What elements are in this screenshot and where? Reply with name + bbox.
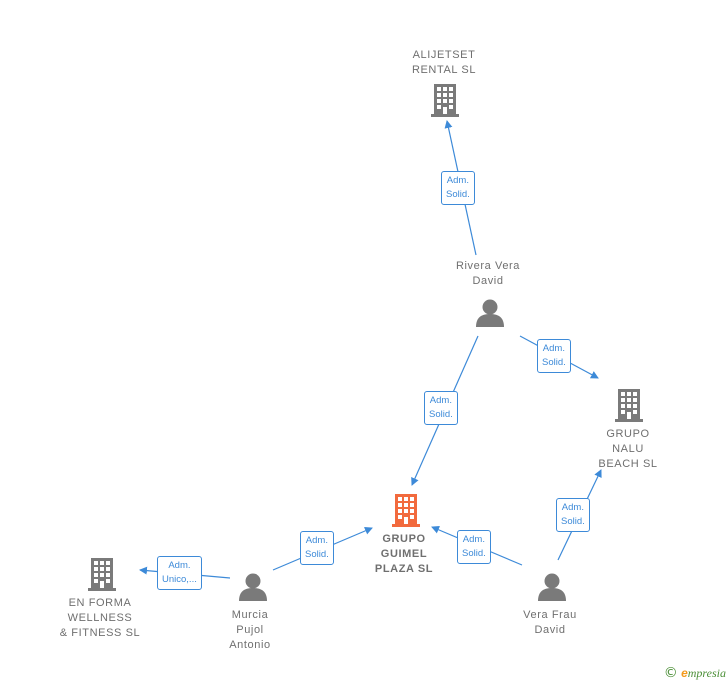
node-murcia-label[interactable]: Murcia Pujol Antonio (229, 609, 271, 651)
edge-label-verafrau-guimel[interactable]: Adm. Solid. (457, 530, 491, 564)
node-grupo-guimel-label[interactable]: GRUPO GUIMEL PLAZA SL (374, 533, 434, 575)
edge-label-verafrau-nalu[interactable]: Adm. Solid. (556, 498, 590, 532)
en-forma-building-icon (88, 558, 116, 591)
node-rivera-label[interactable]: Rivera Vera David (455, 260, 521, 287)
node-en-forma-label[interactable]: EN FORMA WELLNESS & FITNESS SL (59, 597, 141, 639)
rivera-person-icon (476, 299, 504, 327)
brand-initial: e (681, 666, 688, 680)
node-vera-frau-label[interactable]: Vera Frau David (523, 609, 577, 636)
edge-label-rivera-alijetset[interactable]: Adm. Solid. (441, 171, 475, 205)
edge-label-murcia-enforma[interactable]: Adm. Unico,... (157, 556, 202, 590)
alijetset-building-icon (431, 84, 459, 117)
node-grupo-nalu-label[interactable]: GRUPO NALU BEACH SL (598, 428, 658, 470)
footer-credit: © empresia (664, 665, 726, 681)
brand-name: mpresia (687, 666, 726, 680)
grupo-nalu-building-icon (615, 389, 643, 422)
edge-label-rivera-guimel[interactable]: Adm. Solid. (424, 391, 458, 425)
edge-label-murcia-guimel[interactable]: Adm. Solid. (300, 531, 334, 565)
grupo-guimel-building-icon (392, 494, 420, 527)
edge-label-rivera-nalu[interactable]: Adm. Solid. (537, 339, 571, 373)
copyright-icon: © (663, 665, 678, 681)
node-alijetset-label[interactable]: ALIJETSET RENTAL SL (411, 49, 477, 76)
vera-frau-person-icon (538, 573, 566, 601)
murcia-person-icon (239, 573, 267, 601)
